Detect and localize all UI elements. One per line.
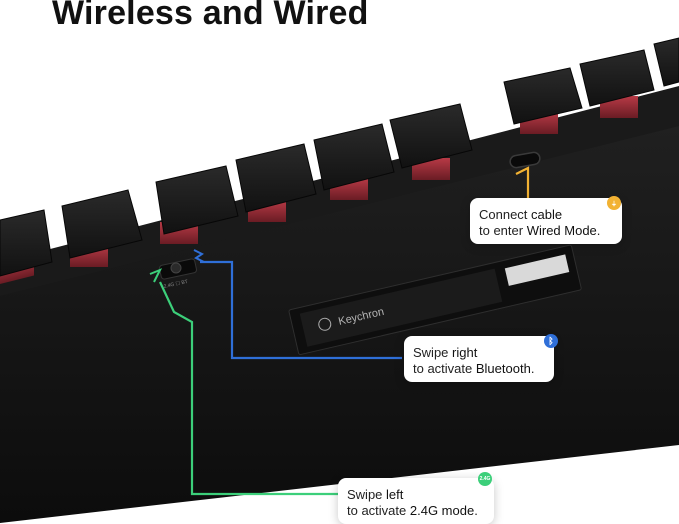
mode24g-callout-line1: Swipe left <box>347 487 404 502</box>
bluetooth-icon: ᛒ <box>544 334 558 348</box>
wired-callout-line2: to enter Wired Mode. <box>479 223 601 238</box>
mode24g-mark-icon <box>149 268 163 283</box>
keycap <box>579 49 655 107</box>
product-label: Keychron <box>288 244 582 355</box>
keycap <box>389 103 473 169</box>
keycap <box>653 37 679 87</box>
bluetooth-callout-line1: Swipe right <box>413 345 478 360</box>
page-title: Wireless and Wired <box>52 0 369 32</box>
mode24g-badge: 2.4G <box>478 472 492 486</box>
keycap <box>0 209 53 277</box>
bluetooth-callout-line2: to activate Bluetooth. <box>413 361 535 376</box>
mode-switch: 2.4G ☐ BT <box>158 258 198 290</box>
wired-callout: Connect cable to enter Wired Mode. <box>470 198 622 244</box>
mode-switch-labels: 2.4G ☐ BT <box>163 279 188 290</box>
usb-c-port <box>509 151 541 169</box>
mode24g-connector-line <box>159 281 338 496</box>
wired-callout-line1: Connect cable <box>479 207 563 222</box>
keycap <box>155 165 239 235</box>
cable-icon: ⏚ <box>607 196 621 210</box>
mode24g-callout-line2: to activate 2.4G mode. <box>347 503 478 518</box>
keycap <box>313 123 395 191</box>
keycap <box>235 143 317 213</box>
keycap <box>61 189 143 259</box>
bluetooth-callout: Swipe right to activate Bluetooth. <box>404 336 554 382</box>
bluetooth-mark-icon <box>193 249 205 263</box>
keycap-row <box>0 37 679 277</box>
bluetooth-connector-line <box>200 260 402 360</box>
mode24g-callout: Swipe left to activate 2.4G mode. <box>338 478 494 524</box>
keycap <box>503 67 583 125</box>
